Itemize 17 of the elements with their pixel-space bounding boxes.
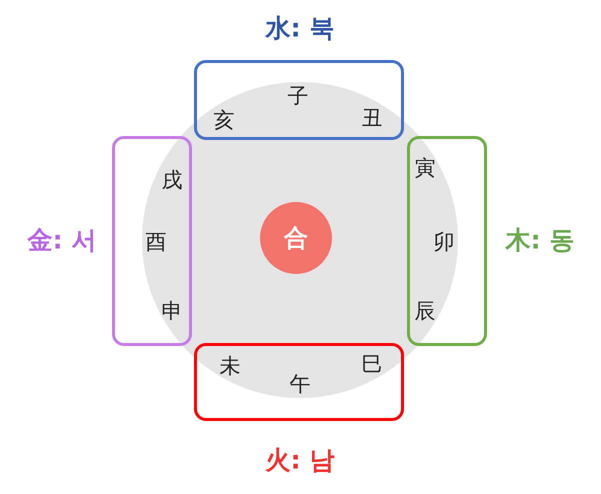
branch-character: 亥 [214, 107, 234, 134]
branch-character: 辰 [414, 298, 436, 325]
branch-character: 午 [290, 371, 310, 398]
branch-character: 寅 [414, 155, 436, 182]
center-label: 合 [284, 223, 308, 254]
branch-character: 未 [220, 353, 240, 380]
group-heading: 金: 서 [28, 224, 96, 256]
branch-character: 申 [162, 298, 182, 325]
branch-character: 酉 [146, 229, 166, 256]
branch-character: 丑 [362, 105, 382, 132]
group-heading: 水: 북 [266, 12, 334, 44]
branch-character: 巳 [362, 351, 382, 378]
branch-character: 子 [288, 83, 308, 110]
branch-character: 卯 [434, 229, 454, 256]
branch-character: 戌 [162, 167, 182, 194]
group-heading: 木: 동 [506, 224, 574, 256]
group-heading: 火: 남 [266, 444, 334, 476]
